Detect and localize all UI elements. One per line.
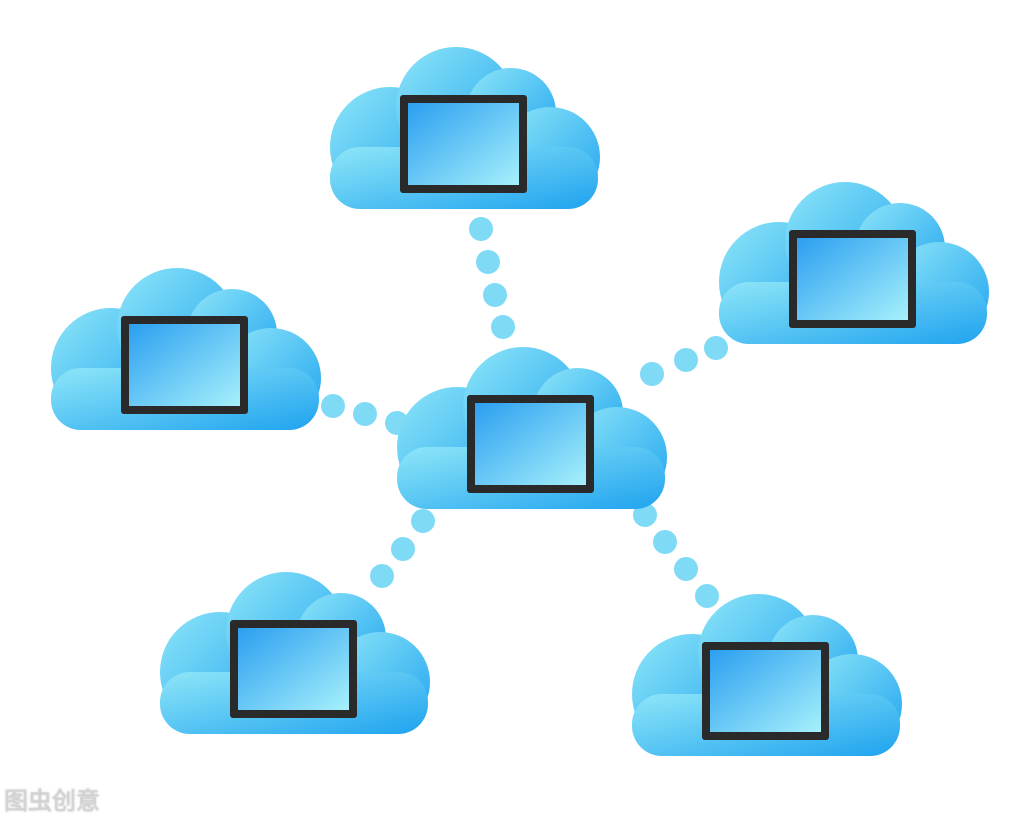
connection-dot (653, 530, 677, 554)
connection-center-top-right (640, 336, 728, 386)
connection-center-bottom-right (633, 503, 719, 608)
connection-dot (695, 584, 719, 608)
cloud-tablet-icon-top-right (719, 182, 989, 344)
connection-dot (491, 315, 515, 339)
watermark-text: 图虫创意 (4, 787, 100, 815)
connection-dot (321, 394, 345, 418)
tablet-screen (408, 103, 519, 185)
cloud-tablet-icon-bottom-left (160, 572, 430, 734)
connection-dot (370, 564, 394, 588)
cloud-tablet-icon-top (330, 47, 600, 209)
connection-dot (633, 503, 657, 527)
connection-dot (469, 217, 493, 241)
cloud-tablet-icon-left (51, 268, 321, 430)
connection-dot (476, 250, 500, 274)
connection-dot (674, 348, 698, 372)
connection-dot (704, 336, 728, 360)
cloud-tablet-icon-center (397, 347, 667, 509)
connection-dot (483, 283, 507, 307)
tablet-screen (475, 403, 586, 485)
connection-dot (411, 509, 435, 533)
tablet-screen (238, 628, 349, 710)
connection-center-top (469, 217, 515, 339)
connections (321, 217, 728, 608)
connection-dot (674, 557, 698, 581)
cloud-tablet-icon-bottom-right (632, 594, 902, 756)
tablet-screen (710, 650, 821, 732)
connection-dot (640, 362, 664, 386)
connection-center-bottom-left (370, 509, 435, 588)
connection-dot (353, 402, 377, 426)
connection-center-left (321, 394, 409, 435)
tablet-screen (129, 324, 240, 406)
tablet-screen (797, 238, 908, 320)
connection-dot (391, 537, 415, 561)
nodes (51, 47, 989, 756)
